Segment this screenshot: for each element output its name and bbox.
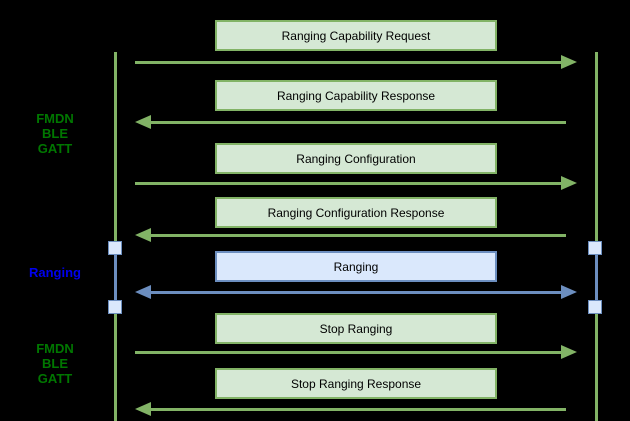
arrow-line bbox=[135, 61, 561, 64]
message-box-ranging-capability-request: Ranging Capability Request bbox=[215, 20, 497, 51]
lifeline-right bbox=[595, 52, 598, 421]
section-label-line: FMDN bbox=[36, 341, 74, 356]
arrow-line bbox=[151, 234, 566, 237]
lifeline-right-ranging-segment bbox=[595, 249, 598, 308]
section-label-gatt-top: FMDN BLE GATT bbox=[0, 111, 110, 156]
lifeline-left bbox=[114, 52, 117, 421]
message-box-stop-ranging: Stop Ranging bbox=[215, 313, 497, 344]
message-box-ranging-configuration: Ranging Configuration bbox=[215, 143, 497, 174]
section-label-line: BLE bbox=[42, 356, 68, 371]
section-label-line: GATT bbox=[37, 371, 73, 386]
activation-box bbox=[108, 300, 122, 314]
activation-box bbox=[108, 241, 122, 255]
arrowhead-right-icon bbox=[561, 55, 577, 69]
message-box-stop-ranging-response: Stop Ranging Response bbox=[215, 368, 497, 399]
activation-box bbox=[588, 241, 602, 255]
section-label-line: BLE bbox=[42, 126, 68, 141]
arrowhead-left-icon bbox=[135, 115, 151, 129]
arrowhead-right-icon bbox=[561, 176, 577, 190]
message-box-ranging: Ranging bbox=[215, 251, 497, 282]
arrowhead-left-icon bbox=[135, 285, 151, 299]
arrow-line bbox=[151, 291, 561, 294]
activation-box bbox=[588, 300, 602, 314]
arrowhead-left-icon bbox=[135, 402, 151, 416]
section-label-gatt-bottom: FMDN BLE GATT bbox=[0, 341, 110, 386]
arrow-line bbox=[151, 121, 566, 124]
arrow-line bbox=[135, 182, 561, 185]
arrowhead-right-icon bbox=[561, 285, 577, 299]
section-label-line: GATT bbox=[37, 141, 73, 156]
arrowhead-left-icon bbox=[135, 228, 151, 242]
section-label-line: FMDN bbox=[36, 111, 74, 126]
message-box-ranging-configuration-response: Ranging Configuration Response bbox=[215, 197, 497, 228]
arrow-line bbox=[151, 408, 566, 411]
message-box-ranging-capability-response: Ranging Capability Response bbox=[215, 80, 497, 111]
section-label-ranging: Ranging bbox=[29, 265, 81, 280]
lifeline-left-ranging-segment bbox=[114, 249, 117, 308]
arrow-line bbox=[135, 351, 561, 354]
arrowhead-right-icon bbox=[561, 345, 577, 359]
